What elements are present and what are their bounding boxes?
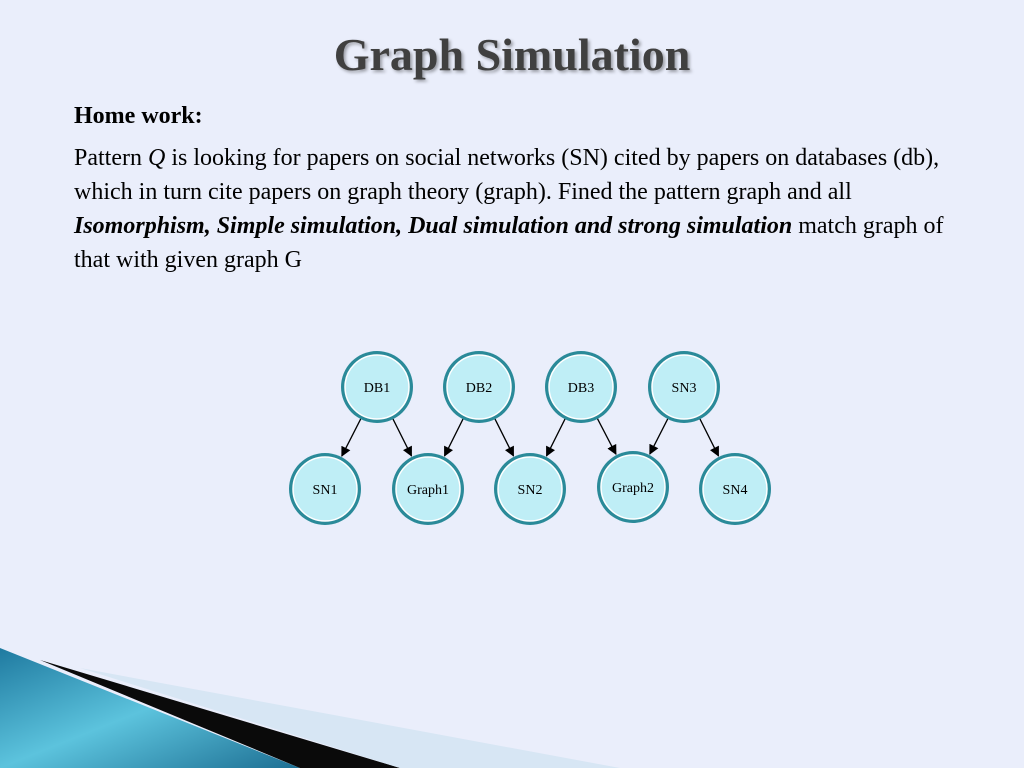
edge-db3-sn2: [545, 418, 566, 457]
node-body: [702, 456, 768, 522]
slide-title: Graph Simulation: [333, 29, 691, 80]
edge-db1-graph1: [392, 418, 413, 457]
node-label: SN1: [313, 483, 338, 498]
node-body: [395, 456, 461, 522]
node-body: [344, 354, 410, 420]
edge-db2-sn2: [494, 418, 515, 457]
edges: [341, 417, 720, 457]
edge-sn3-sn4: [699, 418, 720, 457]
node-db2: DB2: [443, 351, 515, 423]
node-label: DB3: [568, 381, 594, 396]
node-label: Graph2: [612, 481, 654, 496]
node-db1: DB1: [341, 351, 413, 423]
node-sn3: SN3: [648, 351, 720, 423]
node-label: DB1: [364, 381, 390, 396]
node-db3: DB3: [545, 351, 617, 423]
node-sn1: SN1: [289, 453, 361, 525]
node-body: [548, 354, 614, 420]
edge-db3-graph2: [596, 417, 617, 456]
node-body: [600, 454, 666, 520]
node-label: SN3: [672, 381, 697, 396]
node-label: Graph1: [407, 483, 449, 498]
edge-sn3-graph2: [649, 417, 669, 455]
paragraph-text-3: match graph of that with given graph G: [74, 213, 944, 273]
match-types: Isomorphism, Simple simulation, Dual sim…: [74, 213, 793, 239]
node-body: [651, 354, 717, 420]
node-graph1: Graph1: [392, 453, 464, 525]
node-label: SN2: [518, 483, 543, 498]
paragraph-text-1: Pattern: [74, 145, 148, 171]
homework-heading: Home work:: [74, 103, 203, 129]
homework-paragraph: Pattern Q is looking for papers on socia…: [74, 141, 974, 277]
pattern-q: Q: [147, 145, 166, 171]
node-sn4: SN4: [699, 453, 771, 525]
node-body: [497, 456, 563, 522]
edge-db2-graph1: [443, 418, 464, 457]
paragraph-text-2: is looking for papers on social networks…: [74, 145, 940, 205]
node-sn2: SN2: [494, 453, 566, 525]
node-label: SN4: [723, 483, 748, 498]
node-body: [446, 354, 512, 420]
node-label: DB2: [466, 381, 492, 396]
edge-db1-sn1: [341, 417, 362, 457]
node-graph2: Graph2: [597, 451, 669, 523]
node-body: [292, 456, 358, 522]
